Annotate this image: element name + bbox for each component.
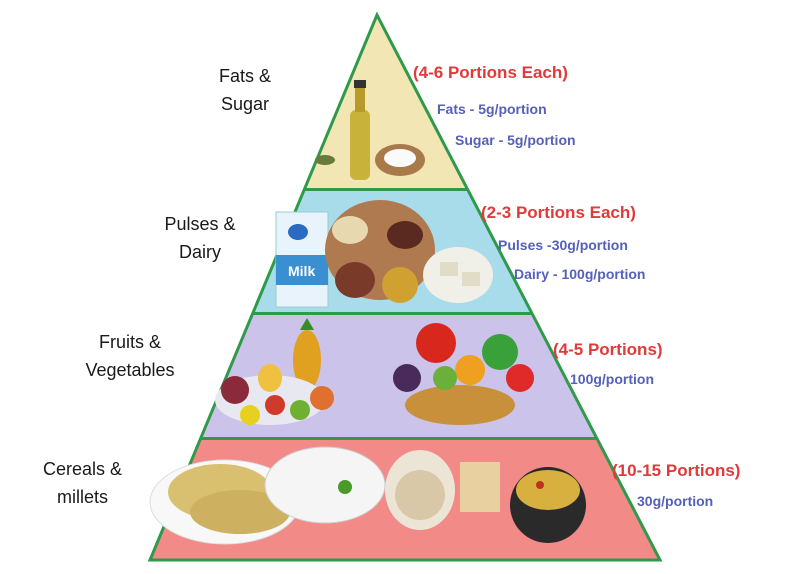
detail-fruits-vegetables: 100g/portion [570, 371, 655, 387]
upma-bowl-image [510, 467, 586, 543]
detail-dairy: Dairy - 100g/portion [514, 266, 646, 282]
oil-bottle-image [350, 80, 370, 180]
fruits-image [215, 318, 334, 425]
tier-label-fats-sugar: Fats & Sugar [200, 62, 290, 118]
tier-label-line: Vegetables [85, 360, 175, 380]
detail-cereals-millets: 30g/portion [637, 493, 714, 509]
tier-label-line: Fats & [218, 66, 271, 86]
portions-fats-sugar: (4-6 Portions Each) [413, 63, 568, 82]
oats-image [385, 450, 500, 530]
paneer-image [423, 247, 493, 303]
detail-pulses: Pulses -30g/portion [498, 237, 628, 253]
detail-fats: Fats - 5g/portion [437, 101, 547, 117]
sugar-scoop-image [315, 144, 425, 176]
tier-label-line: Dairy [178, 242, 221, 262]
tier-fats-sugar [305, 15, 467, 188]
vegetable-basket-image [393, 323, 534, 425]
milk-carton-text: Milk [288, 263, 315, 279]
tier-label-pulses-dairy: Pulses & Dairy [145, 210, 255, 266]
pulses-image [325, 200, 435, 303]
tier-label-fruits-vegetables: Fruits & Vegetables [55, 328, 205, 384]
portions-pulses-dairy: (2-3 Portions Each) [481, 203, 636, 222]
tier-label-line: Fruits & [98, 332, 161, 352]
tier-label-cereals-millets: Cereals & millets [15, 455, 150, 511]
tier-label-line: millets [56, 487, 108, 507]
tier-label-line: Cereals & [42, 459, 123, 479]
roti-plate-image [149, 459, 301, 545]
milk-carton-image [275, 211, 329, 308]
portions-cereals-millets: (10-15 Portions) [612, 461, 741, 480]
tier-label-line: Pulses & [164, 214, 236, 234]
portions-fruits-vegetables: (4-5 Portions) [553, 340, 663, 359]
pyramid-outline [147, 11, 663, 562]
detail-sugar: Sugar - 5g/portion [455, 132, 576, 148]
rice-bowl-image [264, 446, 386, 524]
tier-label-line: Sugar [220, 94, 270, 114]
